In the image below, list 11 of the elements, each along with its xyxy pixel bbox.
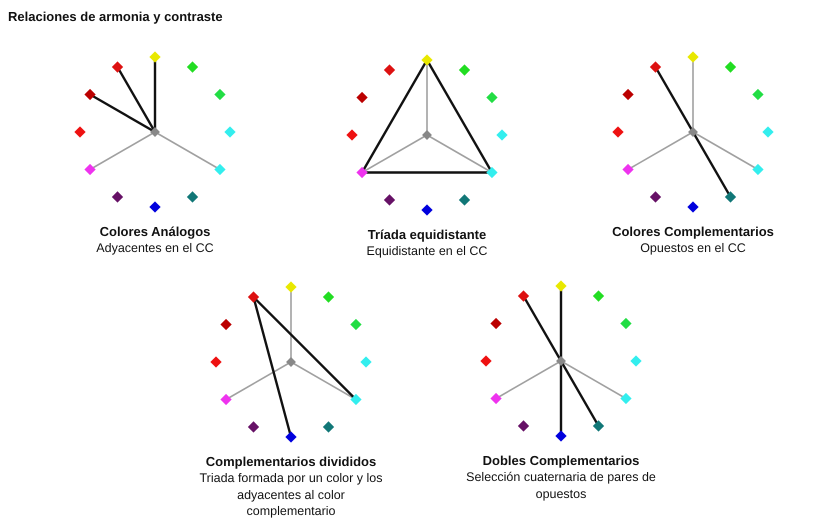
panel-description: Adyacentes en el CC: [95, 240, 215, 256]
panel-description: Opuestos en el CC: [639, 240, 747, 256]
panel-heading: Colores Análogos: [98, 224, 212, 240]
panel-description: Equidistante en el CC: [366, 243, 488, 260]
panel-description: Triada formada por un color y los adyacentes al color complementario: [198, 470, 384, 520]
panel-heading: Tríada equidistante: [366, 227, 488, 243]
panel-description: Selección cuaternaria de pares de opuestos: [466, 469, 656, 502]
panel-heading: Colores Complementarios: [611, 224, 775, 240]
diagram-title: Relaciones de armonia y contraste: [8, 9, 223, 24]
panel-heading: Dobles Complementarios: [482, 453, 640, 469]
panel-heading: Complementarios divididos: [204, 454, 378, 470]
